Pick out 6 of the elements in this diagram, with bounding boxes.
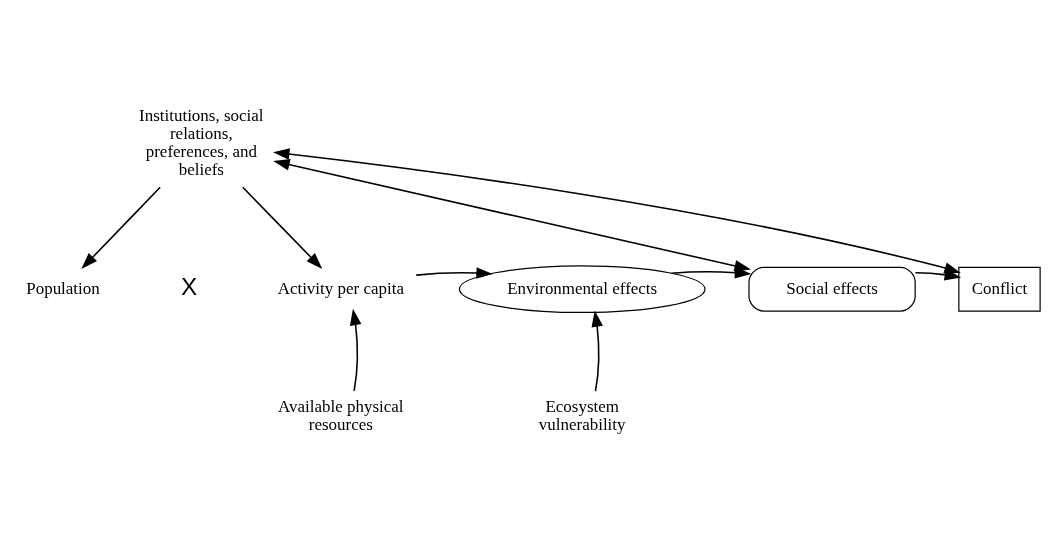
node-text: Available physical resources (278, 397, 404, 435)
node-text: Ecosystem vulnerability (538, 397, 626, 435)
node-text: Institutions, social relations, preferences, and beliefs (139, 105, 264, 180)
node-text: Population (26, 278, 100, 298)
label: X (181, 273, 198, 301)
node-text: Activity per capita (277, 278, 404, 298)
